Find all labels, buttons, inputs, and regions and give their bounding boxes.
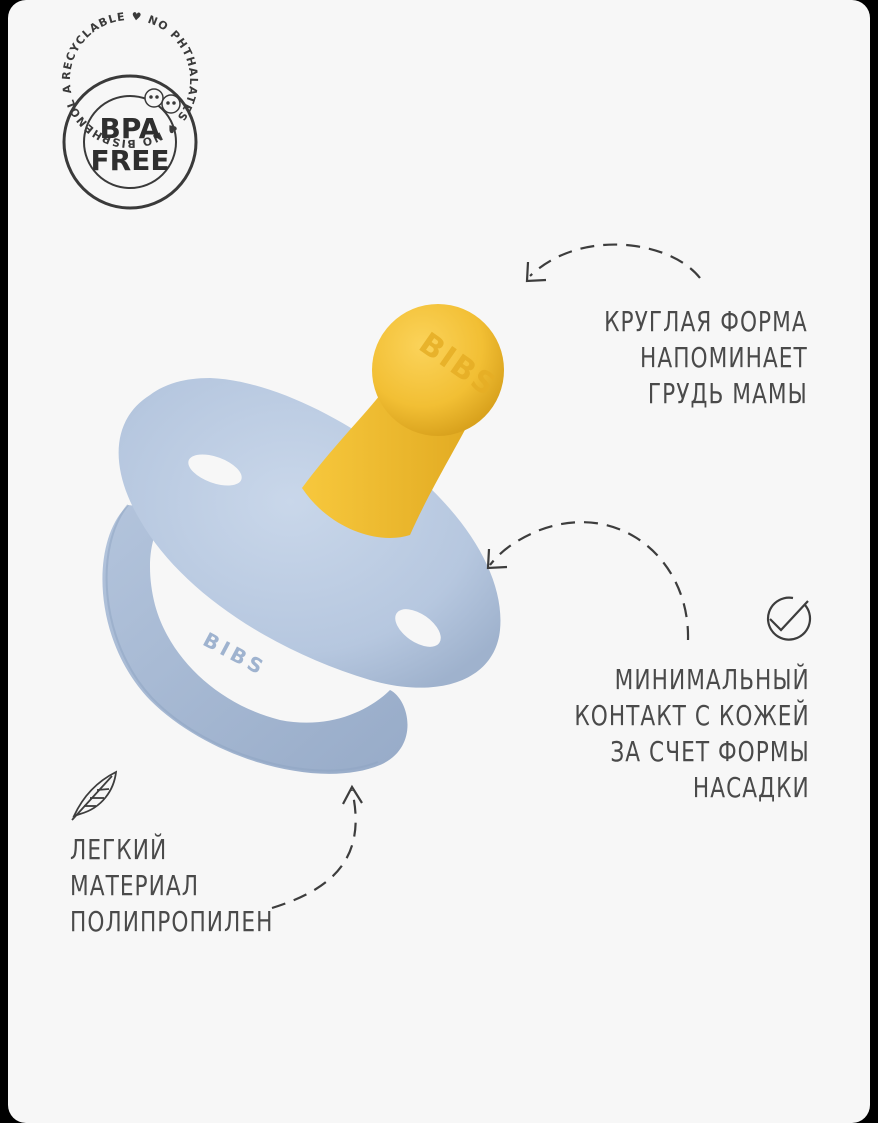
arrow-material-head [342,784,363,805]
bpa-free-badge: RECYCLABLE ♥ NO PHTHALATES ♥ NO BISPHENO… [0,0,199,210]
shield-vent-hole-right [395,609,441,647]
feature-minimal-contact: МИНИМАЛЬНЫЙ КОНТАКТ С КОЖЕЙ ЗА СЧЕТ ФОРМ… [575,662,810,806]
pacifier-ring [102,505,408,774]
arrow-breast [529,243,701,279]
pacifier: BIBS BIBS [102,304,504,774]
arrow-contact [489,521,690,641]
badge-free-text: FREE [91,144,170,177]
check-circle-icon [766,596,812,641]
feature-minimal-contact-line-4: НАСАДКИ [693,771,810,804]
arrow-contact-head [486,548,508,570]
feature-light-material-line-2: МАТЕРИАЛ [70,869,200,902]
feature-round-shape: КРУГЛАЯ ФОРМА НАПОМИНАЕТ ГРУДЬ МАМЫ [604,304,808,412]
feature-round-shape-line-2: НАПОМИНАЕТ [640,341,808,374]
badge-bpa-text: BPA [100,112,161,145]
feature-minimal-contact-line-1: МИНИМАЛЬНЫЙ [614,663,810,696]
feature-light-material-line-1: ЛЕГКИЙ [70,833,168,866]
ring-brand-text: BIBS [199,627,271,680]
shield-vent-hole-left [188,454,242,486]
feature-light-material-line-3: ПОЛИПРОПИЛЕН [70,905,274,938]
baby-faces-icon [144,88,181,114]
feature-round-shape-line-1: КРУГЛАЯ ФОРМА [604,305,808,338]
arrow-material [271,789,357,910]
badge-inner-ring [83,95,177,189]
feature-light-material: ЛЕГКИЙ МАТЕРИАЛ ПОЛИПРОПИЛЕН [70,832,273,940]
badge-outer-ring [62,74,198,210]
feature-minimal-contact-line-3: ЗА СЧЕТ ФОРМЫ [610,735,810,768]
arrow-breast-head [525,261,547,283]
pacifier-nipple-bulb [372,304,504,436]
feather-icon [71,770,118,821]
feature-minimal-contact-line-2: КОНТАКТ С КОЖЕЙ [574,699,810,732]
feature-round-shape-line-3: ГРУДЬ МАМЫ [648,377,808,410]
